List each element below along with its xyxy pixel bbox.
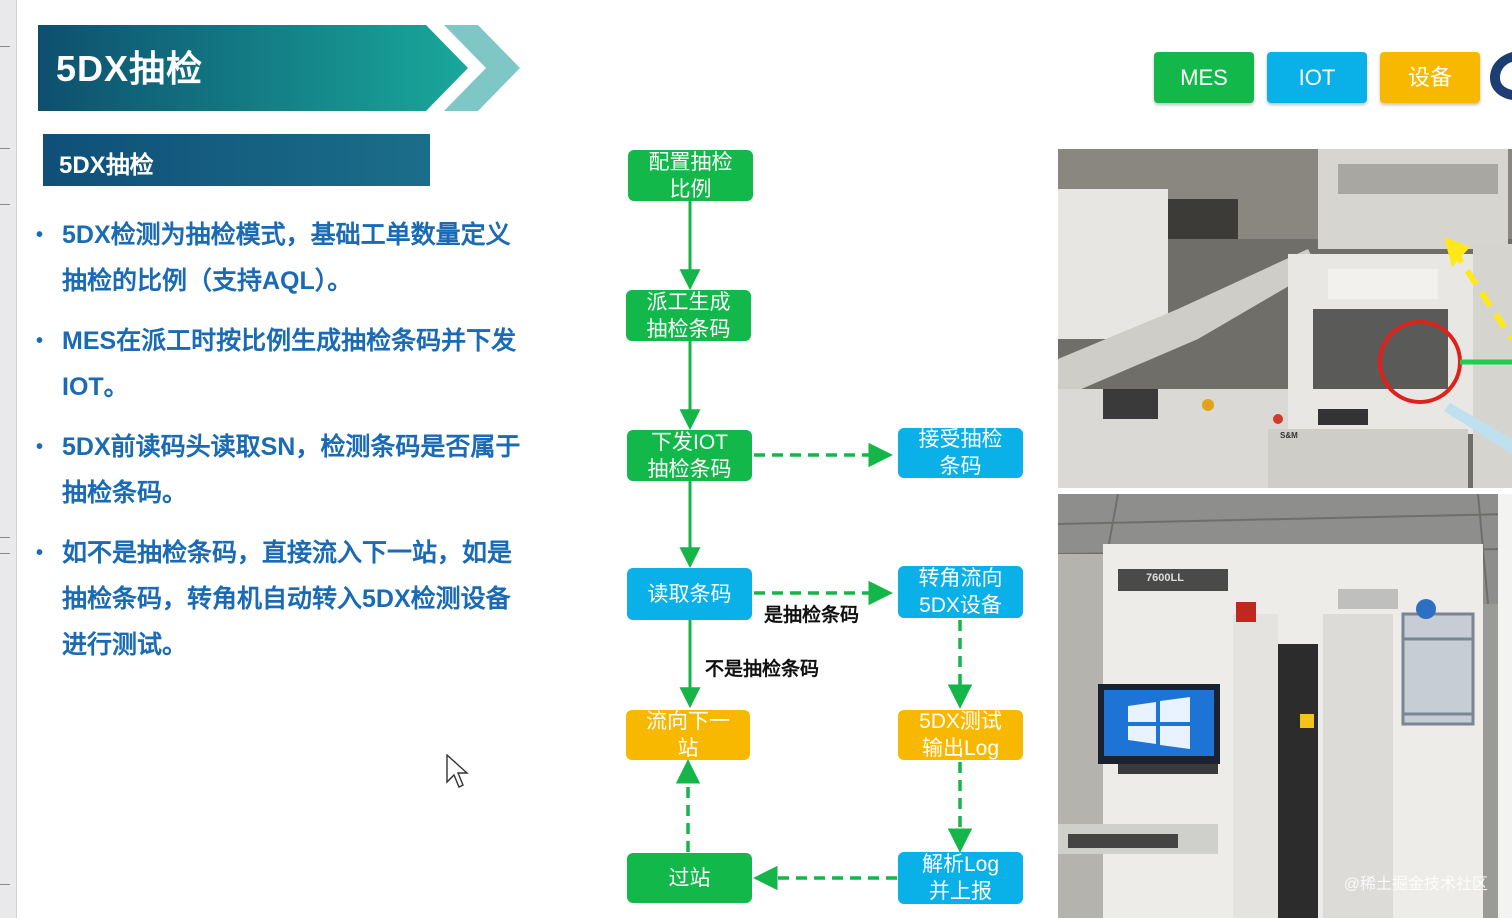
node-test-log: 5DX测试输出Log	[898, 710, 1023, 760]
node-read-code: 读取条码	[627, 568, 752, 620]
section-header: 5DX抽检	[43, 134, 430, 186]
photo-inspection-line: S&M	[1058, 149, 1512, 488]
slide-sorter-edge	[0, 0, 17, 918]
legend-device: 设备	[1380, 52, 1480, 103]
bullet-item: 5DX前读码头读取SN，检测条码是否属于抽检条码。	[34, 424, 534, 516]
bullet-item: 5DX检测为抽检模式，基础工单数量定义抽检的比例（支持AQL）。	[34, 212, 534, 304]
mouse-cursor-icon	[446, 754, 469, 788]
watermark: @稀土掘金技术社区	[1343, 876, 1488, 893]
node-generate-code: 派工生成抽检条码	[626, 290, 751, 341]
bullet-item: MES在派工时按比例生成抽检条码并下发IOT。	[34, 318, 534, 410]
bullet-item: 如不是抽检条码，直接流入下一站，如是抽检条码，转角机自动转入5DX检测设备进行测…	[34, 530, 534, 668]
node-pass-station: 过站	[627, 853, 752, 903]
logo-icon	[1490, 52, 1512, 100]
photo-5dx-machine: 7600LL @稀土掘金技术社区	[1058, 494, 1512, 918]
node-config-ratio: 配置抽检比例	[628, 150, 753, 201]
page-title: 5DX抽检	[56, 48, 204, 89]
machine-model-label: 7600LL	[1146, 572, 1184, 584]
label-not-sample: 不是抽检条码	[705, 659, 820, 680]
flowchart-connectors	[675, 201, 973, 891]
machine-brand-label: S&M	[1280, 431, 1298, 440]
legend-iot: IOT	[1267, 52, 1367, 103]
section-header-label: 5DX抽检	[59, 152, 154, 179]
legend-mes: MES	[1154, 52, 1254, 103]
node-receive-code: 接受抽检条码	[898, 428, 1023, 478]
title-banner	[38, 25, 520, 111]
node-next-station: 流向下一站	[626, 710, 750, 760]
bullet-list: 5DX检测为抽检模式，基础工单数量定义抽检的比例（支持AQL）。 MES在派工时…	[34, 212, 534, 682]
label-is-sample: 是抽检条码	[764, 605, 860, 626]
